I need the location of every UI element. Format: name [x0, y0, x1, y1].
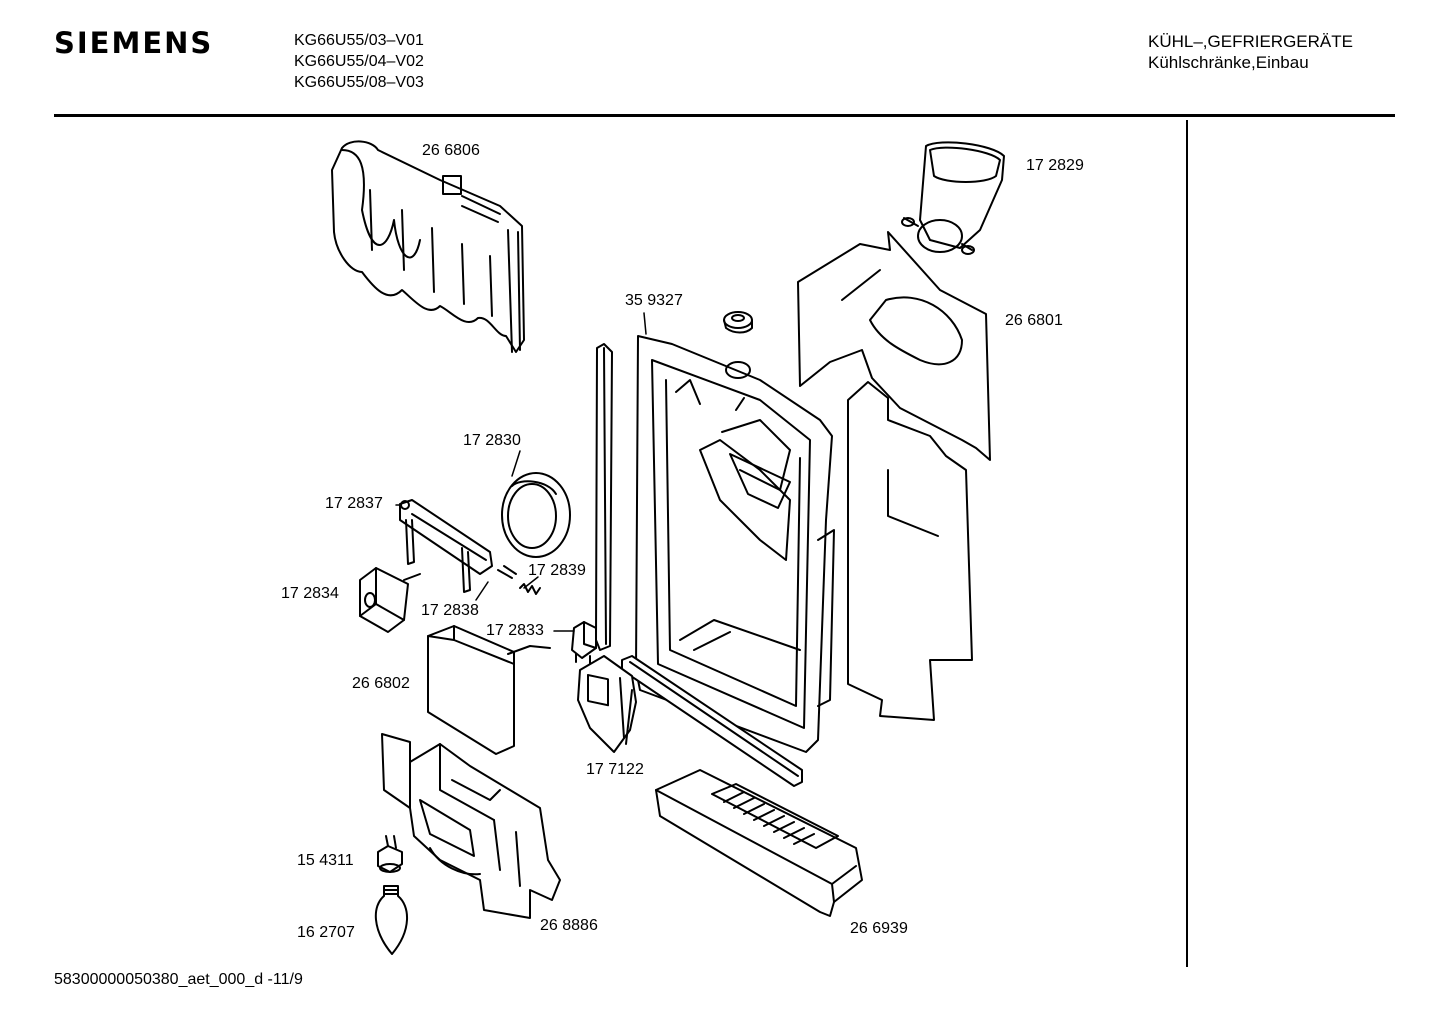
part-label: 17 2839 [528, 562, 586, 579]
part-drip-tray[interactable] [655, 769, 863, 917]
leader-lines [395, 312, 647, 632]
part-ice-chute[interactable] [901, 141, 1005, 255]
part-lamp-holder[interactable] [377, 835, 403, 873]
document-id: 58300000050380_aet_000_d -11/9 [54, 971, 303, 988]
part-switch[interactable] [571, 621, 597, 665]
part-insulation-cover[interactable] [797, 231, 991, 461]
part-label: 17 2833 [486, 622, 544, 639]
part-lever[interactable] [399, 499, 493, 593]
part-label: 17 7122 [586, 761, 644, 778]
category-line-1: KÜHL–,GEFRIERGERÄTE [1148, 32, 1353, 51]
part-label: 17 2830 [463, 432, 521, 449]
part-insulation-sheet[interactable] [847, 381, 973, 721]
part-label: 26 6802 [352, 675, 410, 692]
part-control-board[interactable] [427, 625, 551, 755]
part-label: 26 6801 [1005, 312, 1063, 329]
part-label: 17 2829 [1026, 157, 1084, 174]
model-list: KG66U55/03–V01 KG66U55/04–V02 KG66U55/08… [294, 30, 424, 93]
header-divider [54, 114, 1395, 117]
part-label: 26 8886 [540, 917, 598, 934]
model-number: KG66U55/04–V02 [294, 53, 424, 70]
part-evaporator-coil[interactable] [331, 140, 525, 353]
part-dispenser-housing[interactable] [635, 335, 835, 753]
category-line-2: Kühlschränke,Einbau [1148, 53, 1309, 72]
part-label: 17 2834 [281, 585, 339, 602]
part-label: 26 6939 [850, 920, 908, 937]
part-label: 17 2837 [325, 495, 383, 512]
part-label: 17 2838 [421, 602, 479, 619]
right-margin-divider [1186, 120, 1188, 967]
part-label: 26 6806 [422, 142, 480, 159]
part-seal-strip-vertical[interactable] [595, 343, 613, 651]
part-grommet[interactable] [723, 311, 753, 334]
model-number: KG66U55/08–V03 [294, 74, 424, 91]
part-spring[interactable] [497, 565, 541, 595]
category: KÜHL–,GEFRIERGERÄTE Kühlschränke,Einbau [1148, 31, 1353, 73]
brand-logo: SIEMENS [54, 26, 214, 60]
part-label: 16 2707 [297, 924, 355, 941]
part-dispenser-mechanism[interactable] [381, 733, 561, 919]
part-label: 35 9327 [625, 292, 683, 309]
part-bulb[interactable] [374, 885, 409, 955]
part-round-cover[interactable] [501, 472, 571, 558]
part-solenoid[interactable] [359, 567, 421, 633]
model-number: KG66U55/03–V01 [294, 32, 424, 49]
part-display-panel[interactable] [577, 655, 637, 753]
part-label: 15 4311 [297, 852, 354, 869]
